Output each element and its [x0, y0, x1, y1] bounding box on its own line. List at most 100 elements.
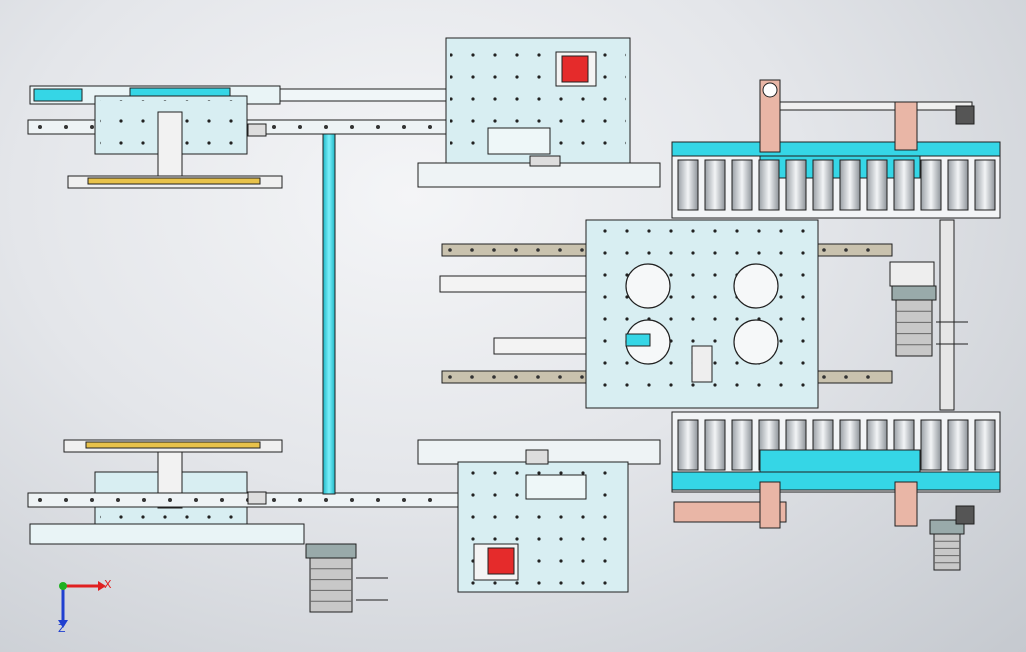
rail-bolt — [428, 498, 432, 502]
lower-stop-block — [247, 491, 267, 505]
top-red-block — [561, 55, 589, 83]
upper-roller — [893, 159, 915, 211]
bottom-center-carriage — [417, 439, 661, 593]
left-cylinder-rod — [439, 275, 591, 293]
rail-bolt — [822, 248, 826, 252]
y-axis-dot — [59, 582, 67, 590]
rail-bolt — [298, 498, 302, 502]
plate-sensor-bracket — [691, 345, 713, 383]
rail-bolt — [822, 375, 826, 379]
rail-bolt — [142, 498, 146, 502]
upper-roller — [812, 159, 834, 211]
x-axis-arrowhead — [98, 581, 106, 591]
bottom-carriage-window — [525, 474, 587, 500]
left-upper-conveyor — [27, 85, 461, 189]
upper-roller — [920, 159, 942, 211]
top-cross-bar — [779, 101, 973, 111]
bottom-salmon-post — [759, 481, 781, 529]
lower-roller — [920, 419, 942, 471]
rail-bolt — [402, 498, 406, 502]
cyan-drive-shaft — [322, 133, 336, 495]
rail-bolt — [866, 248, 870, 252]
upper-roller — [758, 159, 780, 211]
upper-roller — [704, 159, 726, 211]
rail-bolt — [844, 248, 848, 252]
upper-roller — [785, 159, 807, 211]
corner-sensor-top — [955, 105, 975, 125]
rail-bolt — [866, 375, 870, 379]
lower-roller-cyan-block — [759, 449, 921, 473]
rail-bolt — [558, 375, 562, 379]
plate-bore-2 — [733, 263, 779, 309]
corner-servo-motor — [929, 105, 975, 571]
left-lower-conveyor — [27, 439, 459, 545]
lower-roller — [974, 419, 996, 471]
lower-roller-cyan-band — [671, 471, 1001, 491]
top-right-bracket — [894, 101, 918, 151]
rail-bolt — [350, 498, 354, 502]
lower-belt-frame — [29, 523, 305, 545]
upper-long-bar — [279, 88, 461, 102]
rail-bolt — [470, 248, 474, 252]
lower-roller — [731, 419, 753, 471]
rail-bolt — [536, 248, 540, 252]
bottom-motor-body — [309, 557, 353, 613]
rail-bolt — [272, 125, 276, 129]
rail-bolt — [38, 125, 42, 129]
rail-bolt — [492, 248, 496, 252]
rail-bolt — [116, 498, 120, 502]
bottom-right-bracket — [894, 481, 918, 527]
upper-roller — [866, 159, 888, 211]
bottom-red-block — [487, 547, 515, 575]
bottom-sensor — [525, 449, 549, 465]
rail-bolt — [492, 375, 496, 379]
center-turntable-plate — [439, 219, 893, 409]
bottom-motor-flange — [305, 543, 357, 559]
upper-roller — [731, 159, 753, 211]
top-carriage-base — [417, 162, 661, 188]
motor-mount-bracket — [889, 261, 935, 287]
rail-bolt — [64, 125, 68, 129]
rail-bolt — [298, 125, 302, 129]
rail-bolt — [514, 375, 518, 379]
rail-bolt — [220, 498, 224, 502]
lower-roller — [704, 419, 726, 471]
rail-bolt — [402, 125, 406, 129]
rail-bolt — [168, 498, 172, 502]
upper-roller — [974, 159, 996, 211]
lower-roller — [677, 419, 699, 471]
plate-bore-1 — [625, 263, 671, 309]
rail-bolt — [38, 498, 42, 502]
lower-yellow-strip — [85, 441, 261, 449]
corner-sensor-bottom — [955, 505, 975, 525]
z-axis-label: Z — [58, 622, 66, 635]
right-servo-motor — [889, 261, 968, 357]
rail-bolt — [536, 375, 540, 379]
upper-roller — [947, 159, 969, 211]
rail-bolt — [844, 375, 848, 379]
rail-bolt — [194, 498, 198, 502]
top-sensor — [529, 155, 561, 167]
rail-bolt — [580, 248, 584, 252]
rail-bolt — [324, 125, 328, 129]
top-center-carriage — [417, 37, 661, 188]
rail-bolt — [272, 498, 276, 502]
rail-bolt — [90, 125, 94, 129]
rail-bolt — [376, 498, 380, 502]
rail-bolt — [470, 375, 474, 379]
rail-bolt — [324, 498, 328, 502]
plate-bore-4 — [733, 319, 779, 365]
rail-bolt — [558, 248, 562, 252]
rail-bolt — [448, 375, 452, 379]
rail-bolt — [64, 498, 68, 502]
rail-bolt — [376, 125, 380, 129]
rail-bolt — [448, 248, 452, 252]
upper-roller — [839, 159, 861, 211]
z-axis-arrowhead — [58, 620, 68, 628]
plate-cyan-insert — [625, 333, 651, 347]
upper-cylinder — [157, 111, 183, 179]
top-salmon-bracket — [759, 79, 781, 153]
right-guide-shaft — [939, 219, 955, 411]
rail-bolt — [580, 375, 584, 379]
